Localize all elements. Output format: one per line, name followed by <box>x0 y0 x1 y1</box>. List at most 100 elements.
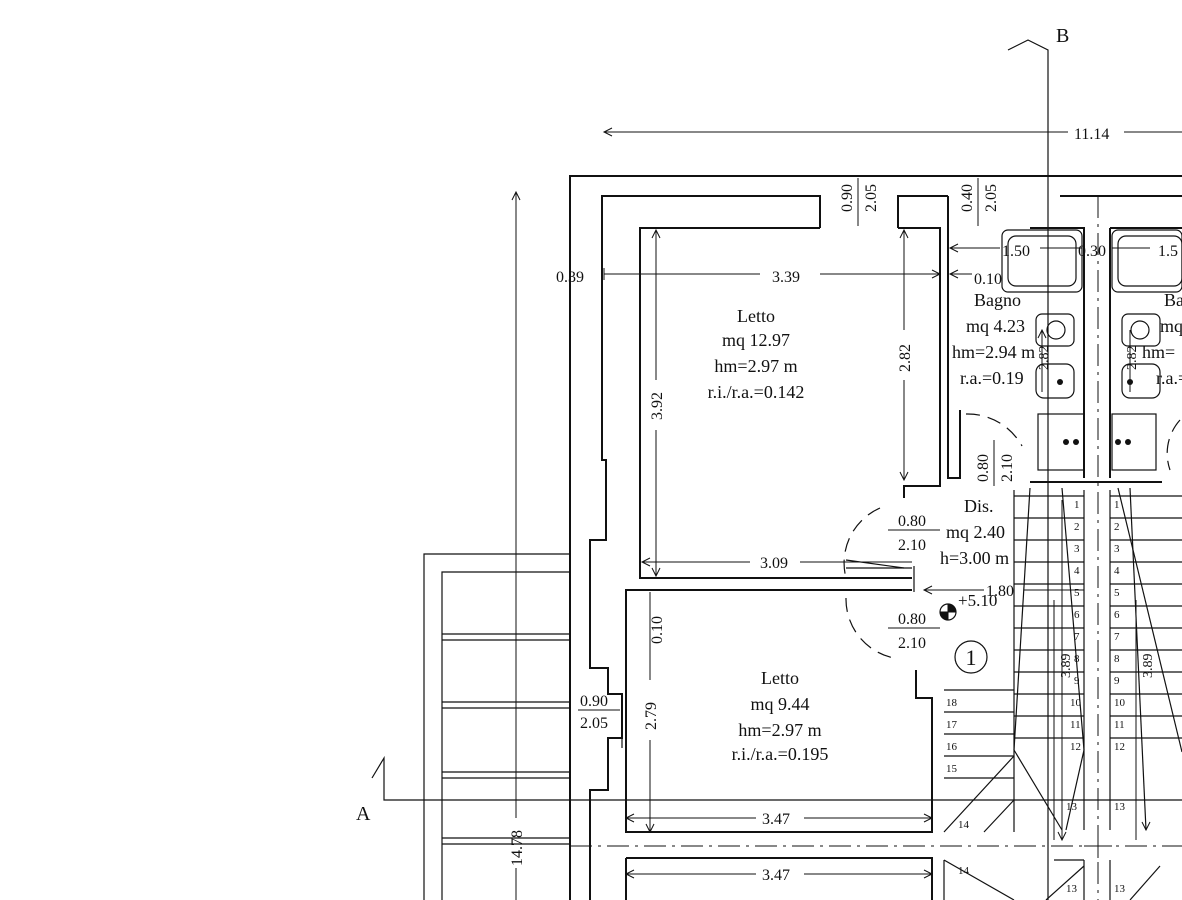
stair-left <box>943 487 1085 900</box>
level-marker: +5.10 <box>939 591 997 621</box>
section-label-a: A <box>356 803 371 825</box>
level-value: +5.10 <box>958 591 997 610</box>
room-name: Ba <box>1164 290 1182 310</box>
step-num: 9 <box>1074 675 1080 687</box>
room-area: mq 9.44 <box>750 694 809 714</box>
opening-width: 0.80 <box>898 513 926 530</box>
step-num: 2 <box>1114 521 1120 533</box>
interior-walls <box>621 196 1182 900</box>
step-num: 3 <box>1074 543 1080 555</box>
room-bagno: Bagno mq 4.23 hm=2.94 m r.a.=0.19 <box>952 290 1035 388</box>
stair-right <box>1109 487 1182 900</box>
opening-height: 2.10 <box>999 454 1016 482</box>
room-ratio: r.i./r.a.=0.195 <box>732 744 829 764</box>
step-num: 8 <box>1114 653 1120 665</box>
step-num: 7 <box>1114 631 1120 643</box>
dim-text: 3.92 <box>649 392 666 420</box>
step-num: 14 <box>958 865 970 877</box>
dim-text: 3.39 <box>772 269 800 286</box>
exterior-walls <box>569 175 1182 900</box>
room-name: Bagno <box>974 290 1021 310</box>
dim-text: 0.90 <box>839 184 856 212</box>
dim-text: 2.79 <box>643 702 660 730</box>
step-num: 2 <box>1074 521 1080 533</box>
step-num: 16 <box>946 741 958 753</box>
overall-height-dimension: 14.78 <box>506 190 526 900</box>
dim-text: 3.47 <box>762 867 790 884</box>
center-axes <box>570 196 1182 900</box>
opening-labels: 0.80 2.10 0.80 2.10 0.80 2.10 0.90 2.05 <box>580 454 1016 732</box>
opening-height: 2.10 <box>898 537 926 554</box>
step-num: 1 <box>1074 499 1080 511</box>
dim-text: 0.40 <box>959 184 976 212</box>
step-num: 5 <box>1074 587 1080 599</box>
step-num: 12 <box>1114 741 1125 753</box>
stair-right-numbers: 1 2 3 4 5 6 7 8 9 10 11 12 13 <box>1114 499 1126 813</box>
room-letto-2: Letto mq 9.44 hm=2.97 m r.i./r.a.=0.195 <box>732 668 829 764</box>
step-num: 8 <box>1074 653 1080 665</box>
room-name: Letto <box>761 668 799 688</box>
step-num: 13 <box>1066 801 1078 813</box>
opening-height: 2.05 <box>580 715 608 732</box>
unit-marker: 1 <box>954 640 988 674</box>
step-num: 13 <box>1066 883 1078 895</box>
room-name: Dis. <box>964 496 994 516</box>
room-area: mq 2.40 <box>946 522 1005 542</box>
step-num: 15 <box>946 763 958 775</box>
overall-width-dimension: 11.14 <box>602 122 1182 143</box>
dim-text: 2.82 <box>1125 346 1140 371</box>
stair-right-steps <box>1110 495 1182 739</box>
bath-fixtures <box>1001 229 1182 471</box>
section-line-b: B <box>1007 25 1069 900</box>
door-swings <box>843 413 1181 659</box>
room-area: mq 12.97 <box>722 330 790 350</box>
room-height: hm=2.97 m <box>738 720 821 740</box>
step-num: 3 <box>1114 543 1120 555</box>
dim-text: 1.50 <box>1002 243 1030 260</box>
dim-text: 2.82 <box>1037 346 1052 371</box>
room-height: h=3.00 m <box>940 548 1009 568</box>
opening-width: 0.90 <box>580 693 608 710</box>
room-area: mq <box>1160 316 1182 336</box>
dim-text: 2.82 <box>897 344 914 372</box>
step-num: 17 <box>946 719 958 731</box>
step-num: 5 <box>1114 587 1120 599</box>
step-num: 4 <box>1114 565 1120 577</box>
balcony <box>423 553 570 900</box>
opening-width: 0.80 <box>975 454 992 482</box>
room-bagno-2: Ba mq hm= r.a.= <box>1142 290 1182 388</box>
step-num: 4 <box>1074 565 1080 577</box>
stair-left-numbers: 1 2 3 4 5 6 7 8 9 10 11 12 13 <box>1066 499 1082 813</box>
room-name: Letto <box>737 306 775 326</box>
room-letto-1: Letto mq 12.97 hm=2.97 m r.i./r.a.=0.142 <box>708 306 805 402</box>
step-num: 12 <box>1070 741 1081 753</box>
section-label-b: B <box>1056 25 1069 47</box>
dim-text: 2.05 <box>983 184 1000 212</box>
step-num: 18 <box>946 697 958 709</box>
opening-height: 2.10 <box>898 635 926 652</box>
step-num: 9 <box>1114 675 1120 687</box>
step-num: 10 <box>1114 697 1126 709</box>
dim-text: 3.89 <box>1141 654 1156 679</box>
step-num: 14 <box>958 819 970 831</box>
dim-text: 3.89 <box>1059 654 1074 679</box>
room-dis: Dis. mq 2.40 h=3.00 m <box>940 496 1009 568</box>
dim-text: 2.05 <box>863 184 880 212</box>
unit-number: 1 <box>966 645 977 670</box>
room-height: hm= <box>1142 342 1175 362</box>
dim-text: 0.10 <box>649 616 666 644</box>
step-num: 11 <box>1070 719 1081 731</box>
room-height: hm=2.97 m <box>714 356 797 376</box>
dim-text: 0.10 <box>974 271 1002 288</box>
step-num: 6 <box>1114 609 1120 621</box>
room-area: mq 4.23 <box>966 316 1025 336</box>
step-num: 13 <box>1114 883 1126 895</box>
step-num: 13 <box>1114 801 1126 813</box>
room-height: hm=2.94 m <box>952 342 1035 362</box>
dim-text: 1.5 <box>1158 243 1178 260</box>
step-num: 1 <box>1114 499 1120 511</box>
dim-text: 3.47 <box>762 811 790 828</box>
dim-text: 3.09 <box>760 555 788 572</box>
room-ratio: r.a.=0.19 <box>960 368 1024 388</box>
